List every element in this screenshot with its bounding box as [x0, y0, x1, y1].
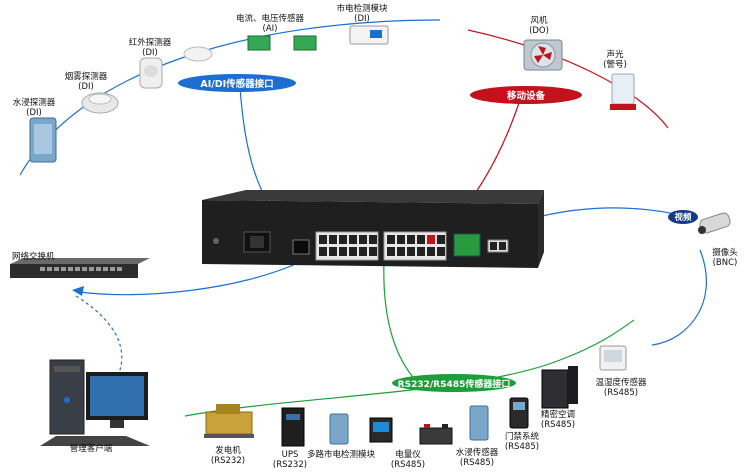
- ac-label: 精密空调(RS485): [540, 410, 576, 430]
- alarm-device: [610, 73, 636, 110]
- rs-lead: [383, 259, 421, 386]
- fan-label: 风机(DO): [529, 16, 549, 36]
- cv-sensor-device: [247, 35, 317, 51]
- ac-device: [541, 366, 578, 409]
- ceiling-sensor-device: [183, 46, 213, 62]
- smoke-sensor-label: 烟雾探测器(DI): [64, 72, 108, 92]
- mains-module-di-device: [349, 25, 389, 45]
- mains-module-di-label: 市电检测模块(DI): [336, 4, 388, 24]
- controller-device: [202, 190, 544, 268]
- smoke-sensor-device: [81, 92, 119, 114]
- switch-link: [79, 261, 301, 296]
- water-sensor-485-label: 水浸传感器(RS485): [455, 448, 499, 468]
- access-device: [509, 397, 529, 429]
- battery-device: [419, 424, 453, 445]
- ups-device: [281, 407, 305, 447]
- network-switch-device: [10, 258, 150, 278]
- generator-device: [204, 404, 254, 438]
- ups-label: UPS(RS232): [272, 450, 308, 470]
- client-label: 管理客户端: [69, 444, 113, 454]
- network-switch-label: 网络交换机: [12, 252, 55, 262]
- power-meter-device: [369, 417, 393, 443]
- water-sensor-485-device: [469, 405, 489, 441]
- power-meter-label: 电量仪(RS485): [390, 450, 426, 470]
- mobile-device-pill: 移动设备: [470, 86, 582, 104]
- ai-di-interface-pill: AI/DI传感器接口: [178, 74, 296, 92]
- mobile-arc: [467, 29, 669, 129]
- terminal-block: [453, 233, 481, 257]
- mains-module-485-device: [329, 413, 349, 445]
- client-link: [75, 295, 123, 393]
- computer-device: [40, 359, 150, 446]
- cv-sensor-label: 电流、电压传感器(AI): [235, 14, 304, 34]
- rs232-rs485-interface-pill: RS232/RS485传感器接口: [392, 374, 516, 392]
- water-sensor-di-label: 水浸探测器(DI): [12, 98, 56, 118]
- alarm-label: 声光(警号): [603, 50, 627, 70]
- fan-device: [523, 39, 563, 71]
- rj45-block-b: [383, 231, 447, 261]
- th-sensor-device: [599, 345, 627, 371]
- switch-link-arrow: [72, 286, 84, 296]
- generator-label: 发电机(RS232): [210, 446, 246, 466]
- ir-sensor-label: 红外探测器(DI): [128, 38, 172, 58]
- water-sensor-di-device: [29, 117, 57, 163]
- access-label: 门禁系统(RS485): [504, 432, 540, 452]
- ir-sensor-device: [139, 57, 163, 89]
- video-pill: 视频: [668, 210, 698, 224]
- mains-module-485-label: 多路市电检测模块: [306, 450, 375, 460]
- camera-device: [698, 212, 731, 234]
- rj45-block-a: [315, 231, 379, 261]
- camera-label: 摄像头(BNC): [712, 248, 738, 268]
- right-arc: [651, 249, 707, 346]
- th-sensor-label: 温湿度传感器(RS485): [595, 378, 647, 398]
